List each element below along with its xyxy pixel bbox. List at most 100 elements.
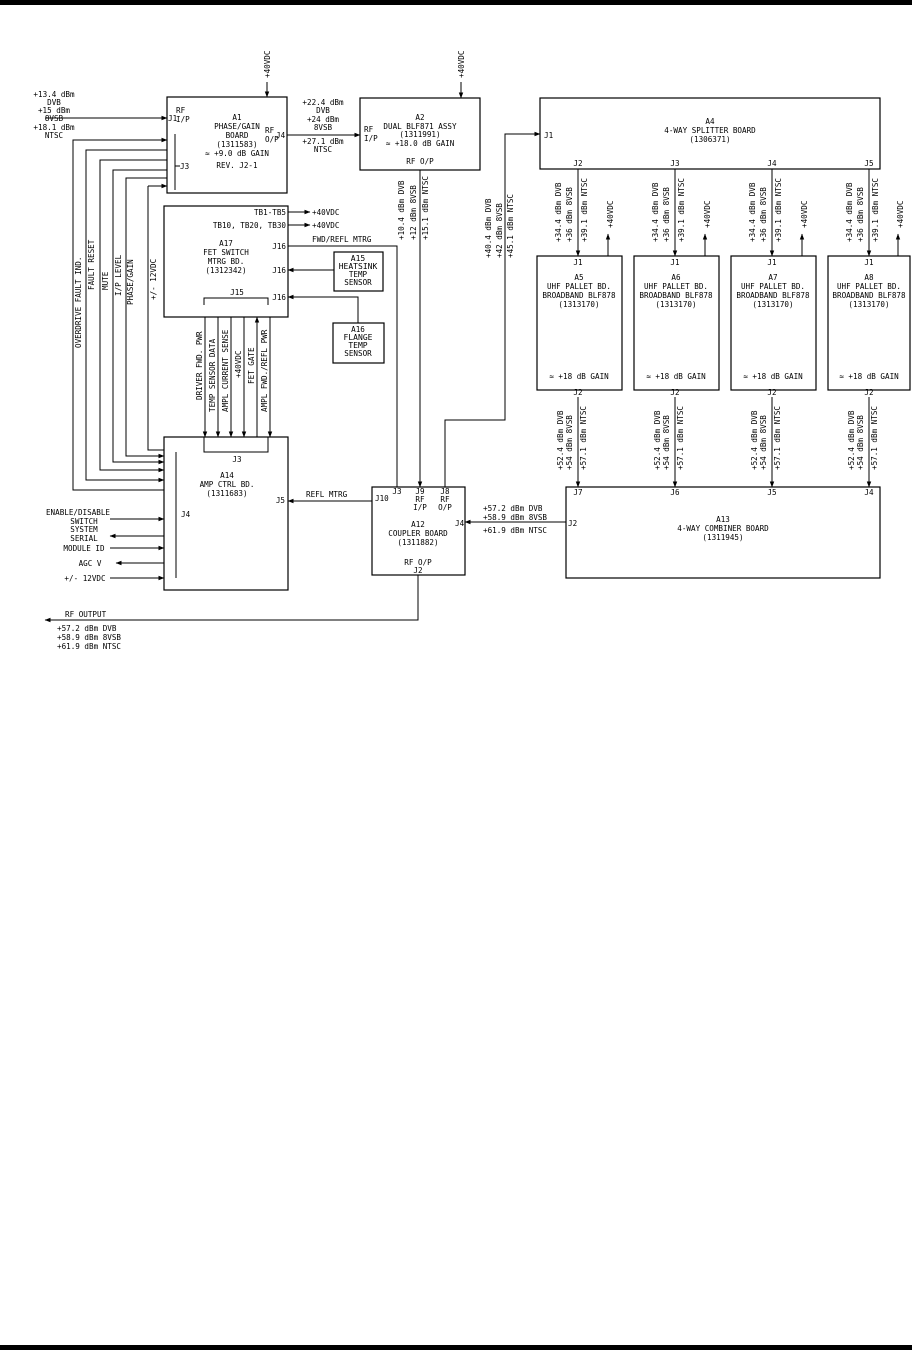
svg-text:J1: J1 bbox=[670, 258, 680, 267]
svg-text:J1: J1 bbox=[573, 258, 583, 267]
rf-output-label: RF OUTPUT bbox=[65, 610, 107, 619]
svg-text:REV. J2-1: REV. J2-1 bbox=[216, 161, 258, 170]
svg-text:BROADBAND BLF878: BROADBAND BLF878 bbox=[736, 291, 810, 300]
svg-text:J2: J2 bbox=[573, 159, 582, 168]
svg-text:RF: RF bbox=[364, 125, 374, 134]
svg-text:J5: J5 bbox=[864, 159, 873, 168]
svg-text:+39.1 dBm NTSC: +39.1 dBm NTSC bbox=[774, 178, 783, 242]
svg-text:DRIVER FWD. PWR: DRIVER FWD. PWR bbox=[195, 331, 204, 400]
a12-title: A12 bbox=[411, 520, 425, 529]
svg-text:+12 dBm 8VSB: +12 dBm 8VSB bbox=[409, 185, 418, 240]
svg-text:TB10, TB20, TB30: TB10, TB20, TB30 bbox=[213, 221, 287, 230]
a13-combiner-board: J7 J6 J5 J4 J2 A13 4-WAY COMBINER BOARD … bbox=[565, 486, 881, 579]
svg-text:FET GATE: FET GATE bbox=[247, 347, 256, 384]
svg-text:≈ +18 dB GAIN: ≈ +18 dB GAIN bbox=[549, 372, 609, 381]
svg-text:+42 dBm 8VSB: +42 dBm 8VSB bbox=[495, 203, 504, 258]
svg-text:≈ +18 dB GAIN: ≈ +18 dB GAIN bbox=[743, 372, 803, 381]
svg-text:J2: J2 bbox=[767, 388, 776, 397]
svg-text:AMPL FWD./REFL PWR: AMPL FWD./REFL PWR bbox=[260, 329, 269, 412]
svg-text:≈ +18 dB GAIN: ≈ +18 dB GAIN bbox=[646, 372, 706, 381]
svg-text:UHF PALLET BD.: UHF PALLET BD. bbox=[644, 282, 708, 291]
svg-text:J16: J16 bbox=[272, 293, 286, 302]
svg-text:J1: J1 bbox=[864, 258, 874, 267]
svg-text:J3: J3 bbox=[670, 159, 679, 168]
pallet-a7: +34.4 dBm DVB +36 dBm 8VSB +39.1 dBm NTS… bbox=[730, 169, 817, 488]
a4-title: A4 bbox=[705, 117, 715, 126]
svg-text:+40VDC: +40VDC bbox=[312, 208, 339, 217]
svg-text:HEATSINK: HEATSINK bbox=[339, 262, 378, 271]
svg-text:+54 dBm 8VSB: +54 dBm 8VSB bbox=[856, 415, 865, 470]
svg-text:+54 dBm 8VSB: +54 dBm 8VSB bbox=[565, 415, 574, 470]
svg-text:J1: J1 bbox=[767, 258, 777, 267]
svg-text:≈ +18 dB GAIN: ≈ +18 dB GAIN bbox=[839, 372, 899, 381]
svg-text:A7: A7 bbox=[768, 273, 777, 282]
svg-text:A16: A16 bbox=[351, 325, 365, 334]
svg-text:J3: J3 bbox=[392, 487, 401, 496]
a14-left-signals: ENABLE/DISABLE SWITCH SYSTEM SERIAL MODU… bbox=[46, 508, 165, 583]
svg-text:4-WAY COMBINER BOARD: 4-WAY COMBINER BOARD bbox=[677, 524, 769, 533]
a14-amp-ctrl-board: J3 A14 AMP CTRL BD. (1311683) J5 J4 bbox=[163, 436, 289, 591]
svg-text:J1: J1 bbox=[544, 131, 554, 140]
svg-text:(1311583): (1311583) bbox=[216, 140, 257, 149]
svg-text:A6: A6 bbox=[671, 273, 681, 282]
svg-text:+34.4 dBm DVB: +34.4 dBm DVB bbox=[748, 182, 757, 242]
svg-text:A8: A8 bbox=[864, 273, 874, 282]
svg-text:I/P: I/P bbox=[364, 134, 378, 143]
svg-text:SERIAL: SERIAL bbox=[70, 534, 98, 543]
a14-title: A14 bbox=[220, 471, 234, 480]
svg-text:+40VDC: +40VDC bbox=[703, 201, 712, 228]
svg-text:AMPL CURRENT SENSE: AMPL CURRENT SENSE bbox=[221, 329, 230, 412]
svg-text:+40VDC: +40VDC bbox=[606, 201, 615, 228]
svg-text:AMP CTRL BD.: AMP CTRL BD. bbox=[200, 480, 255, 489]
svg-text:+39.1 dBm NTSC: +39.1 dBm NTSC bbox=[580, 178, 589, 242]
svg-text:O/P: O/P bbox=[265, 135, 279, 144]
control-bus: OVERDRIVE FAULT IND. FAULT RESET MUTE I/… bbox=[72, 137, 168, 491]
svg-text:TB1-TB5: TB1-TB5 bbox=[254, 208, 286, 217]
a2-out-dvb: +10.4 dBm DVB bbox=[397, 180, 406, 240]
svg-text:J5: J5 bbox=[767, 488, 776, 497]
svg-text:SWITCH: SWITCH bbox=[70, 517, 98, 526]
svg-text:+15 dBm: +15 dBm bbox=[38, 106, 70, 115]
svg-text:(1311882): (1311882) bbox=[397, 538, 438, 547]
svg-text:RF O/P: RF O/P bbox=[406, 157, 434, 166]
svg-text:RF: RF bbox=[265, 126, 275, 135]
svg-text:J16: J16 bbox=[272, 242, 286, 251]
svg-text:UHF PALLET BD.: UHF PALLET BD. bbox=[741, 282, 805, 291]
svg-text:+34.4 dBm DVB: +34.4 dBm DVB bbox=[651, 182, 660, 242]
a12-coupler-board: J10 J3 J9 RF I/P J8 RF O/P J4 A12 COUPLE… bbox=[371, 486, 466, 576]
svg-text:DVB: DVB bbox=[316, 106, 330, 115]
a1-phase-gain-board: A1 PHASE/GAIN BOARD (1311583) ≈ +9.0 dB … bbox=[166, 96, 288, 194]
svg-text:+45.1 dBm NTSC: +45.1 dBm NTSC bbox=[506, 194, 515, 258]
svg-text:+40VDC: +40VDC bbox=[896, 201, 905, 228]
svg-text:TEMP: TEMP bbox=[348, 341, 367, 350]
svg-text:(1313170): (1313170) bbox=[752, 300, 793, 309]
svg-text:AGC V: AGC V bbox=[79, 559, 102, 568]
svg-text:J4: J4 bbox=[276, 131, 286, 140]
svg-text:+58.9 dBm 8VSB: +58.9 dBm 8VSB bbox=[483, 513, 547, 522]
svg-text:SENSOR: SENSOR bbox=[344, 278, 372, 287]
svg-text:J9: J9 bbox=[415, 487, 425, 496]
svg-text:+40VDC: +40VDC bbox=[800, 201, 809, 228]
svg-text:J1: J1 bbox=[168, 114, 178, 123]
svg-text:BOARD: BOARD bbox=[226, 131, 249, 140]
svg-text:RF: RF bbox=[176, 106, 186, 115]
a4-splitter-board: A4 4-WAY SPLITTER BOARD (1306371) J1 J2 … bbox=[539, 97, 881, 170]
svg-text:≈ +18.0 dB GAIN: ≈ +18.0 dB GAIN bbox=[386, 139, 455, 148]
svg-text:+57.1 dBm NTSC: +57.1 dBm NTSC bbox=[676, 406, 685, 470]
split-in-dvb: +40.4 dBm DVB bbox=[484, 198, 493, 258]
svg-text:I/P: I/P bbox=[176, 115, 190, 124]
svg-text:≈ +9.0 dB GAIN: ≈ +9.0 dB GAIN bbox=[205, 149, 269, 158]
svg-text:+39.1 dBm NTSC: +39.1 dBm NTSC bbox=[871, 178, 880, 242]
svg-text:+57.2 dBm DVB: +57.2 dBm DVB bbox=[57, 624, 117, 633]
svg-text:MUTE: MUTE bbox=[101, 271, 110, 290]
a17-fet-switch-board: TB1-TB5 TB10, TB20, TB30 A17 FET SWITCH … bbox=[163, 205, 289, 318]
combiner-output-level: +57.2 dBm DVB bbox=[483, 504, 543, 513]
svg-text:+52.4 dBm DVB: +52.4 dBm DVB bbox=[653, 410, 662, 470]
svg-text:+34.4 dBm DVB: +34.4 dBm DVB bbox=[554, 182, 563, 242]
svg-text:RF: RF bbox=[440, 495, 450, 504]
a13-title: A13 bbox=[716, 515, 730, 524]
svg-text:FAULT RESET: FAULT RESET bbox=[87, 239, 96, 290]
svg-text:PHASE/GAIN: PHASE/GAIN bbox=[214, 122, 260, 131]
svg-text:+18.1 dBm: +18.1 dBm bbox=[33, 123, 75, 132]
svg-text:REFL MTRG: REFL MTRG bbox=[306, 490, 348, 499]
